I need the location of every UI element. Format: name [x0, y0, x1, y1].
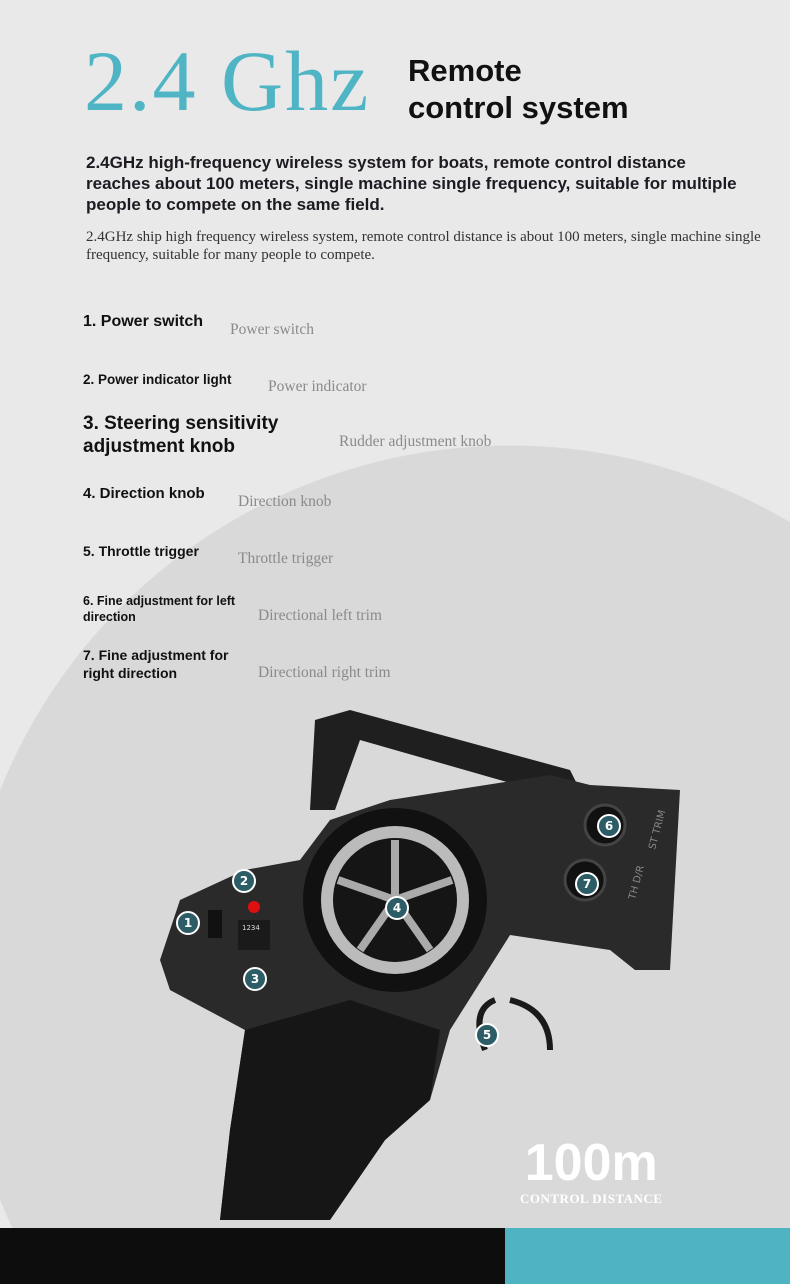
- feature-7-en: Directional right trim: [258, 664, 391, 681]
- subtitle-line2: control system: [408, 90, 629, 125]
- svg-text:6: 6: [605, 819, 613, 833]
- footer-bar-dark: [0, 1228, 505, 1284]
- subtitle-line1: Remote: [408, 53, 522, 88]
- callout-2: 2: [232, 869, 256, 893]
- intro-plain: 2.4GHz ship high frequency wireless syst…: [86, 229, 761, 263]
- remote-controller-image: ST TRIM TH D/R 1234 1 2 3 4 5 6 7: [160, 710, 680, 1220]
- distance-value: 100m: [524, 1134, 658, 1192]
- feature-1-label: 1. Power switch: [83, 313, 204, 330]
- frequency-title: 2.4 Ghz: [84, 33, 371, 129]
- feature-5-en: Throttle trigger: [238, 550, 334, 567]
- feature-2-label: 2. Power indicator light: [83, 372, 232, 387]
- svg-text:4: 4: [393, 901, 401, 915]
- feature-6-en: Directional left trim: [258, 607, 382, 624]
- distance-label: CONTROL DISTANCE: [520, 1191, 663, 1206]
- feature-5-label: 5. Throttle trigger: [83, 543, 199, 559]
- feature-1-en: Power switch: [230, 321, 314, 338]
- callout-1: 1: [176, 911, 200, 935]
- footer-bar-accent: [505, 1228, 790, 1284]
- callout-3: 3: [243, 967, 267, 991]
- feature-7-label: 7. Fine adjustment for right direction: [83, 647, 229, 681]
- distance-badge: 100m CONTROL DISTANCE: [520, 1135, 662, 1207]
- feature-3-en: Rudder adjustment knob: [339, 433, 492, 450]
- callout-7: 7: [575, 872, 599, 896]
- svg-text:5: 5: [483, 1028, 491, 1042]
- channel-text: 1234: [242, 924, 260, 932]
- svg-text:1: 1: [184, 916, 192, 930]
- feature-4-label: 4. Direction knob: [83, 485, 205, 502]
- feature-4-en: Direction knob: [238, 493, 332, 510]
- callout-4: 4: [385, 896, 409, 920]
- feature-3-label: 3. Steering sensitivity adjustment knob: [83, 413, 279, 457]
- callout-5: 5: [475, 1023, 499, 1047]
- callout-6: 6: [597, 814, 621, 838]
- svg-text:3: 3: [251, 972, 259, 986]
- feature-2-en: Power indicator: [268, 378, 367, 395]
- svg-text:2: 2: [240, 874, 248, 888]
- intro-bold: 2.4GHz high-frequency wireless system fo…: [86, 153, 737, 214]
- feature-6-label: 6. Fine adjustment for left direction: [83, 594, 236, 624]
- svg-text:7: 7: [583, 877, 591, 891]
